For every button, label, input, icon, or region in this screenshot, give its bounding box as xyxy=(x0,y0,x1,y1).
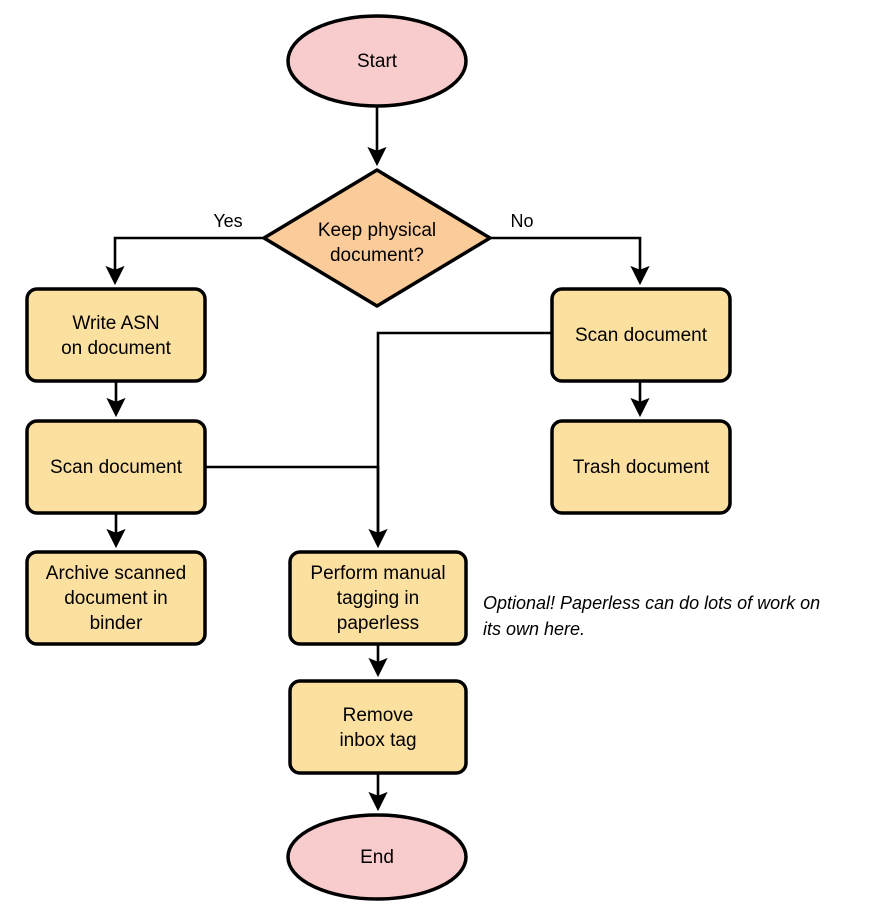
node-remove-inbox-tag[interactable]: Remove inbox tag xyxy=(288,679,468,775)
node-scan-document-right[interactable]: Scan document xyxy=(550,287,732,383)
end-ellipse xyxy=(286,813,468,901)
decision-label-line1: Keep physical xyxy=(318,220,436,241)
edge-label-yes: Yes xyxy=(213,211,242,231)
annotation-optional-note: Optional! Paperless can do lots of work … xyxy=(483,593,820,639)
archive-binder-label-line1: Archive scanned xyxy=(46,563,186,584)
node-scan-document-left[interactable]: Scan document xyxy=(25,419,207,515)
write-asn-box xyxy=(25,287,207,383)
scan-document-right-box xyxy=(550,287,732,383)
remove-inbox-tag-label-line2: inbox tag xyxy=(339,730,416,751)
manual-tagging-label-line2: tagging in xyxy=(337,588,419,609)
node-archive-binder[interactable]: Archive scanned document in binder xyxy=(25,550,207,646)
annotation-line1: Optional! Paperless can do lots of work … xyxy=(483,593,820,613)
node-write-asn[interactable]: Write ASN on document xyxy=(25,287,207,383)
remove-inbox-tag-box xyxy=(288,679,468,775)
edge-labels-layer: Yes No xyxy=(213,211,533,231)
archive-binder-label-line3: binder xyxy=(90,613,143,634)
start-ellipse xyxy=(286,14,468,108)
trash-document-label: Trash document xyxy=(573,457,710,478)
scan-document-left-box xyxy=(25,419,207,515)
trash-document-box xyxy=(550,419,732,515)
manual-tagging-box xyxy=(288,550,468,646)
end-label: End xyxy=(360,847,394,868)
node-trash-document[interactable]: Trash document xyxy=(550,419,732,515)
annotation-line2: its own here. xyxy=(483,619,585,639)
manual-tagging-label-line3: paperless xyxy=(337,613,419,634)
decision-diamond xyxy=(262,168,492,308)
edge-decision-yes xyxy=(105,236,264,286)
edge-label-no: No xyxy=(510,211,533,231)
archive-binder-box xyxy=(25,550,207,646)
edge-scan-left-to-tagging xyxy=(205,465,380,545)
remove-inbox-tag-label-line1: Remove xyxy=(343,705,414,726)
scan-document-left-label: Scan document xyxy=(50,457,183,478)
scan-document-right-label: Scan document xyxy=(575,325,708,346)
edge-scan-right-to-tagging xyxy=(368,331,552,549)
node-decision-keep-physical[interactable]: Keep physical document? xyxy=(262,168,492,308)
node-manual-tagging[interactable]: Perform manual tagging in paperless xyxy=(288,550,468,646)
archive-binder-label-line2: document in xyxy=(64,588,168,609)
edge-decision-no xyxy=(490,236,650,286)
edges-layer xyxy=(105,106,650,812)
decision-label-line2: document? xyxy=(330,245,424,266)
write-asn-label-line1: Write ASN xyxy=(72,313,159,334)
write-asn-label-line2: on document xyxy=(61,338,172,359)
start-label: Start xyxy=(357,51,398,72)
node-end[interactable]: End xyxy=(286,813,468,901)
manual-tagging-label-line1: Perform manual xyxy=(310,563,445,584)
node-start[interactable]: Start xyxy=(286,14,468,108)
